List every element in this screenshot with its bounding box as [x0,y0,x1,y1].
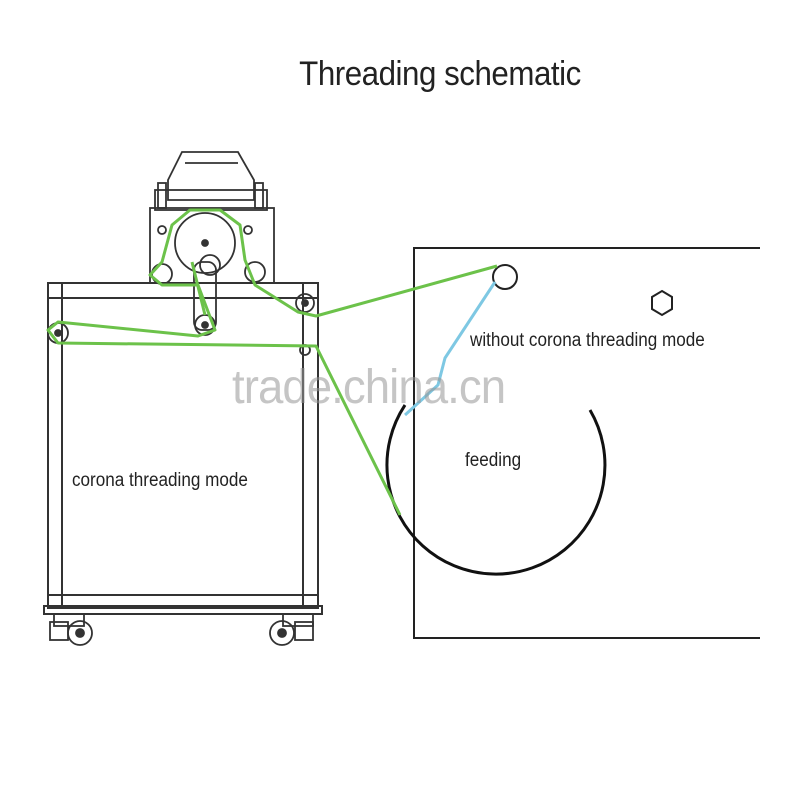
watermark: trade.china.cn [232,361,506,414]
unwind-panel [413,247,760,639]
frame-outer [47,282,319,609]
motor-housing [167,151,255,201]
feeding-label: feeding [465,450,522,471]
corona-threading-path [46,208,498,516]
hex-shaft [651,289,673,317]
feeding-roll-outline [385,404,607,576]
feeding-roll [385,404,607,576]
diagram-title: Threading schematic [299,55,581,93]
without-corona-mode-label: without corona threading mode [470,330,705,351]
without-corona-threading-path [403,281,497,417]
casters [49,613,314,646]
corona-unit [149,151,275,336]
machine-frame [43,282,323,615]
corona-mode-label: corona threading mode [72,470,248,491]
guide-roller-top [492,264,518,290]
mid-roller [199,254,221,276]
